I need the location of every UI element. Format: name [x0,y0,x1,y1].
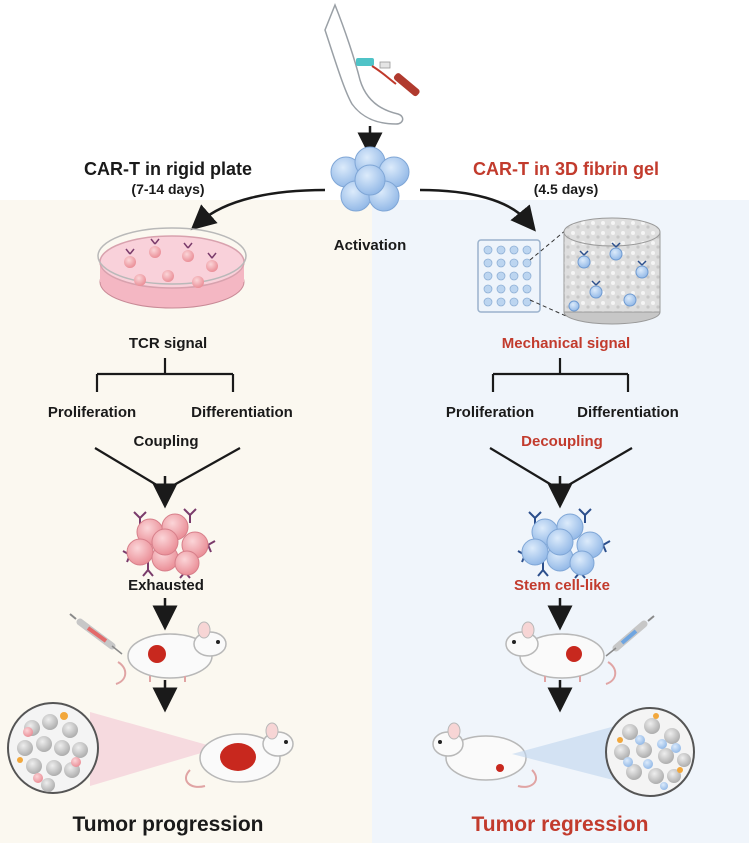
arrow-to-fibrin-gel [419,188,536,232]
tumor-magnified-right [605,707,695,797]
right-proliferation-label: Proliferation [445,404,535,421]
left-differentiation-label: Differentiation [191,404,293,421]
right-duration: (4.5 days) [533,181,599,197]
activated-cell-cluster-icon [330,146,410,212]
tumor-magnified-left [7,702,99,794]
syringe-icon-right [605,615,655,657]
mouse-large-tumor-left [185,722,294,788]
exhausted-cell-cluster-icon [122,508,216,579]
stem-cell-like-cluster-icon [517,508,611,579]
syringe-icon-left [69,613,123,655]
left-branch-lines [94,358,241,491]
stem-cell-like-label: Stem cell-like [514,577,610,594]
tumor-regression-label: Tumor regression [471,813,649,836]
right-branch-lines [489,358,633,491]
petri-dish-icon [97,227,247,309]
mouse-with-tumor-right [505,621,617,685]
coupling-label: Coupling [133,433,199,450]
mouse-with-tumor-left [115,621,227,685]
mouse-small-tumor-right [432,722,537,788]
arm-blood-draw-icon [324,2,420,125]
fibrin-gel-block-icon [563,217,661,325]
zoom-dashed-lines [529,229,567,317]
arrow-to-rigid-plate [190,188,326,231]
exhausted-label: Exhausted [128,577,204,594]
right-title: CAR-T in 3D fibrin gel [473,159,659,179]
well-plate-icon [477,239,541,313]
left-title: CAR-T in rigid plate [84,159,252,179]
decoupling-label: Decoupling [521,433,603,450]
left-signal-label: TCR signal [128,335,208,352]
left-proliferation-label: Proliferation [47,404,137,421]
right-differentiation-label: Differentiation [577,404,679,421]
magnify-cone-left [90,712,218,786]
left-duration: (7-14 days) [131,181,205,197]
activation-label: Activation [333,237,407,254]
right-signal-label: Mechanical signal [501,335,631,352]
tumor-progression-label: Tumor progression [72,813,264,836]
